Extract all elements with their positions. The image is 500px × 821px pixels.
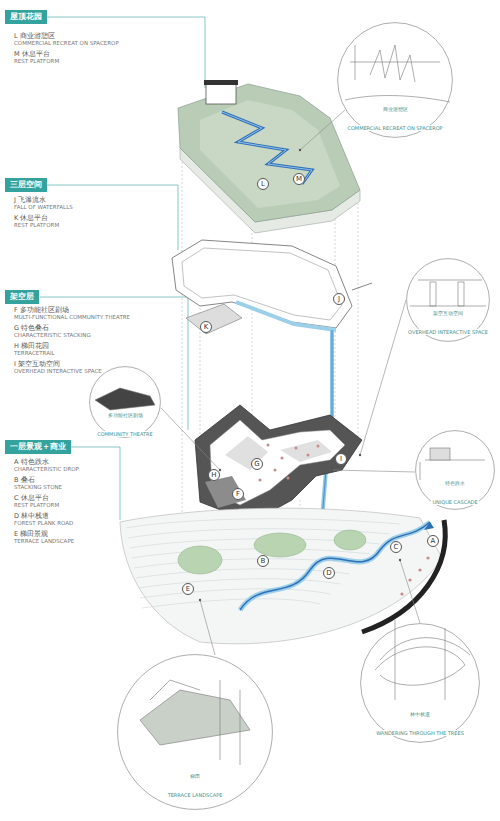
vignette-circle: 林中栈道 WANDERING THROUGH THE TREES [360, 623, 480, 743]
callout-letter: M [293, 173, 305, 185]
header-text: 一层景观＋商业 [10, 442, 66, 452]
caption-text: 特色跌水 [444, 480, 466, 486]
caption-text: COMMUNITY THEATRE [96, 431, 153, 437]
item-label: FALL OF WATERFALLS [14, 204, 73, 211]
section-header: 屋顶花园 [5, 10, 47, 24]
item-label: I 架空互动空间 [14, 360, 60, 368]
caption: 多功能社区剧场 COMMUNITY THEATRE [89, 402, 161, 440]
circle-outline [360, 623, 480, 743]
item-label: OVERHEAD INTERACTIVE SPACE [14, 368, 102, 375]
item-label: REST PLATFORM [14, 222, 59, 229]
contour-line [142, 599, 320, 608]
callout-letter: E [182, 583, 194, 595]
caption-text: 林中栈道 [409, 711, 431, 717]
item-label: CHARACTERISTIC DROP [14, 466, 79, 473]
item-label: B 叠石 [14, 476, 35, 484]
callout-letter: J [333, 293, 345, 305]
item-label: TERRACE LANDSCAPE [14, 538, 74, 545]
contour-line [126, 519, 400, 528]
caption-text: UNIQUE CASCADE [431, 499, 478, 505]
caption: 特色跌水 UNIQUE CASCADE [415, 470, 495, 508]
caption-text: TERRACE LANDSCAPE [167, 792, 224, 798]
caption-text: WANDERING THROUGH THE TREES [375, 730, 465, 736]
section-header: 一层景观＋商业 [5, 440, 71, 454]
circle-outline [89, 366, 161, 438]
callout-letter: B [257, 555, 269, 567]
caption-text: 架空互动空间 [432, 310, 464, 316]
item-label: TERRACETRAIL [14, 350, 55, 357]
caption: 商业游憩区 COMMERCIAL RECREAT ON SPACEROP [337, 96, 453, 134]
callout-letter: G [251, 458, 263, 470]
item-label: A 特色跌水 [14, 458, 49, 466]
item-label: STACKING STONE [14, 484, 62, 491]
header-text: 屋顶花园 [10, 12, 42, 22]
item-label: F 多功能社区剧场 [14, 306, 69, 314]
vignette-circle: 多功能社区剧场 COMMUNITY THEATRE [89, 366, 161, 438]
item-label: MULTI-FUNCTIONAL COMMUNITY THEATRE [14, 314, 130, 321]
item-label: K 休息平台 [14, 214, 48, 222]
circle-outline [117, 654, 273, 810]
item-label: M 休息平台 [14, 50, 50, 58]
caption: 架空互动空间 OVERHEAD INTERACTIVE SPACE [406, 300, 490, 338]
vignette-circle: 架空互动空间 OVERHEAD INTERACTIVE SPACE [406, 258, 490, 342]
item-label: REST PLATFORM [14, 502, 59, 509]
item-label: C 休息平台 [14, 494, 49, 502]
vignette-circle: 商业游憩区 COMMERCIAL RECREAT ON SPACEROP [337, 22, 453, 138]
caption-text: 多功能社区剧场 [107, 412, 144, 418]
item-label: FOREST PLANK ROAD [14, 520, 73, 527]
callout-letter: I [335, 453, 347, 465]
item-label: L 商业游憩区 [14, 32, 55, 40]
item-label: H 梯田花园 [14, 342, 49, 350]
contour-line [138, 579, 340, 588]
callout-letter: H [208, 469, 220, 481]
caption: 梯田 TERRACE LANDSCAPE [117, 763, 273, 801]
caption: 林中栈道 WANDERING THROUGH THE TREES [360, 701, 480, 739]
callout-letter: A [427, 535, 439, 547]
vignette-circle: 梯田 TERRACE LANDSCAPE [117, 654, 273, 810]
caption-text: 梯田 [189, 773, 201, 779]
section-header: 三层空间 [5, 178, 47, 192]
item-label: COMMERCIAL RECREAT ON SPACEROP [14, 40, 119, 47]
circle-outline [337, 22, 453, 138]
item-label: E 梯田景观 [14, 530, 48, 538]
contour-line [136, 569, 350, 578]
section-header: 架空层 [5, 290, 39, 304]
callout-letter: C [390, 541, 402, 553]
item-label: CHARACTERISTIC STACKING [14, 332, 91, 339]
callout-letter: K [200, 321, 212, 333]
callout-letter: L [257, 178, 269, 190]
callout-letter: F [232, 488, 244, 500]
vignette-circle: 特色跌水 UNIQUE CASCADE [415, 430, 495, 510]
caption-text: 商业游憩区 [382, 106, 409, 112]
item-label: D 林中栈道 [14, 512, 49, 520]
contour-line [140, 589, 330, 598]
caption-text: COMMERCIAL RECREAT ON SPACEROP [346, 125, 443, 131]
item-label: G 特色叠石 [14, 324, 49, 332]
caption-text: OVERHEAD INTERACTIVE SPACE [407, 329, 489, 335]
header-text: 架空层 [10, 292, 34, 302]
circle-outline [415, 430, 495, 510]
item-label: J 飞瀑流水 [14, 196, 46, 204]
item-label: REST PLATFORM [14, 58, 59, 65]
header-text: 三层空间 [10, 180, 42, 190]
callout-letter: D [323, 567, 335, 579]
